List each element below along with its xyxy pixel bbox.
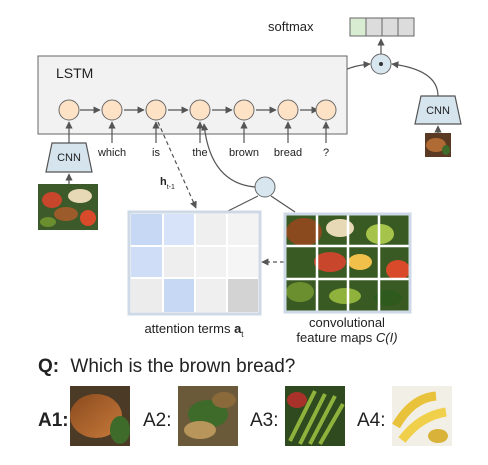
lstm-node-3 xyxy=(145,99,167,121)
attention-cell xyxy=(163,214,195,246)
word-which: which xyxy=(97,147,126,159)
attention-cell xyxy=(131,278,163,312)
attention-cell xyxy=(195,278,227,312)
question-line: Q: Which is the brown bread? xyxy=(38,356,295,378)
attention-cell xyxy=(227,214,258,246)
answer-label-1: A1: xyxy=(38,410,69,431)
word-input-arrows xyxy=(108,121,330,143)
weighted-sum-node xyxy=(254,176,276,198)
answer-label-3: A3: xyxy=(250,410,279,431)
cnn-right-label: CNN xyxy=(426,105,450,117)
answers-row: A1: A2: A3: A4: xyxy=(0,380,488,465)
cnn-left-label: CNN xyxy=(57,152,81,164)
word-is: is xyxy=(152,147,160,159)
attention-cell xyxy=(163,246,195,278)
attention-cell xyxy=(227,278,258,312)
word-brown: brown xyxy=(229,147,259,159)
feature-maps-label-line1: convolutional xyxy=(309,315,385,330)
feature-map-grid xyxy=(283,212,412,314)
word-question-mark: ? xyxy=(323,147,329,159)
lstm-node-6 xyxy=(277,99,299,121)
candidate-image-small xyxy=(425,133,451,157)
attention-cell xyxy=(195,214,227,246)
word-the: the xyxy=(192,147,207,159)
answer-label-4: A4: xyxy=(357,410,386,431)
feature-maps-label-line2: feature maps C(I) xyxy=(296,330,397,345)
lstm-box xyxy=(37,55,348,135)
answer-image-2 xyxy=(178,386,238,446)
word-bread: bread xyxy=(274,147,302,159)
lstm-node-2 xyxy=(101,99,123,121)
lstm-node-4 xyxy=(189,99,211,121)
input-image-left xyxy=(38,184,98,230)
lstm-node-7 xyxy=(315,99,337,121)
attention-cell xyxy=(227,246,258,278)
question-text: Which is the brown bread? xyxy=(70,356,296,377)
softmax-output xyxy=(349,17,415,37)
answer-image-3 xyxy=(285,386,345,446)
attention-grid xyxy=(127,210,262,316)
attention-cell xyxy=(131,246,163,278)
question-prefix: Q: xyxy=(38,356,60,377)
attention-terms-label: attention terms at xyxy=(144,321,244,339)
attention-cell xyxy=(163,278,195,312)
cnn-left-block xyxy=(45,142,93,173)
softmax-label: softmax xyxy=(268,19,314,34)
hidden-state-label: ht-1 xyxy=(160,176,175,191)
answer-image-4 xyxy=(392,386,452,446)
cnn-right-block xyxy=(414,95,462,125)
lstm-node-5 xyxy=(233,99,255,121)
hidden-state-arrow xyxy=(157,121,197,209)
lstm-node-1 xyxy=(58,99,80,121)
answer-image-1 xyxy=(70,386,130,446)
attention-cell xyxy=(131,214,163,246)
dot-product-node xyxy=(370,53,392,75)
answer-label-2: A2: xyxy=(143,410,172,431)
attention-cell xyxy=(195,246,227,278)
lstm-label: LSTM xyxy=(56,65,93,81)
